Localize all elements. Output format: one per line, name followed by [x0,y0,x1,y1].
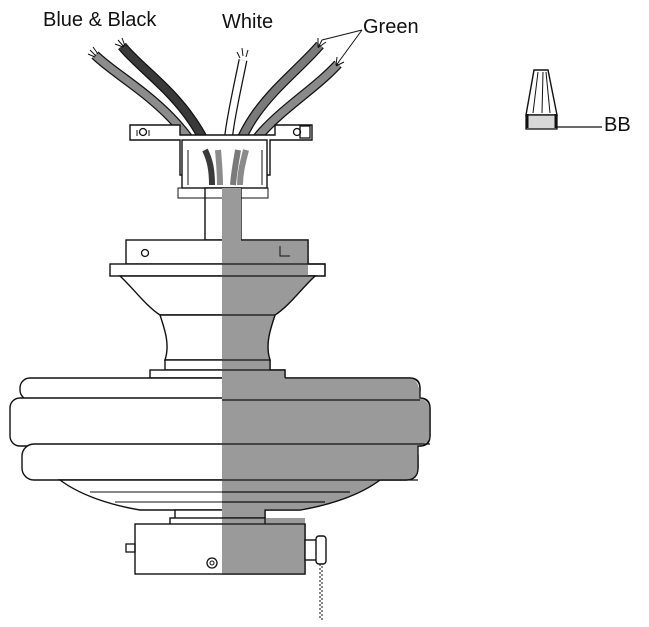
green-leader-lines [321,29,363,61]
shaft-shade [222,188,431,520]
wire-nut-icon [525,69,602,130]
wire-bundle-front [202,148,249,186]
label-blue-black: Blue & Black [43,9,157,31]
label-white: White [222,11,273,33]
wire-strand-ends [87,37,345,67]
pull-chain [319,564,323,620]
label-bb: BB [604,114,631,136]
switch-housing [125,517,327,575]
label-green: Green [363,16,419,38]
